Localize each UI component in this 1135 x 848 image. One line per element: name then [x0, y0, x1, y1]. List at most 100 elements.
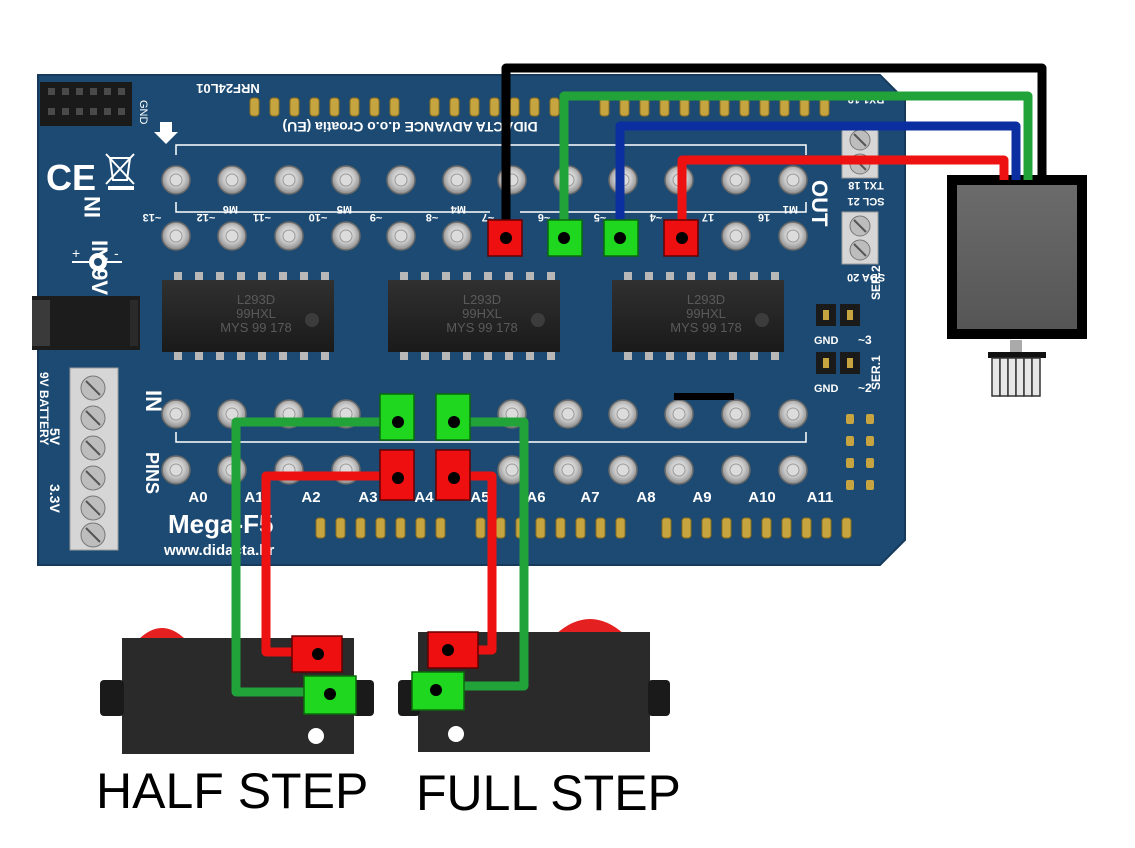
pin-hole-center: [225, 173, 239, 187]
analog-pin-label: A3: [358, 489, 377, 506]
pin-hole-center: [561, 407, 575, 421]
bottom-header-pads: [315, 517, 852, 539]
pin-hole-center: [672, 407, 686, 421]
analog-pin-label: A2: [301, 489, 320, 506]
motor-label-m1: M1: [783, 203, 798, 215]
pin-hole-center: [450, 229, 464, 243]
top-pin-label: ~4: [649, 211, 662, 223]
dc-polarity-icon: + -: [72, 245, 122, 271]
analog-pin-label: A4: [414, 489, 434, 506]
top-pin-label: ~6: [538, 211, 551, 223]
chip-marking: 99HXL: [236, 306, 276, 321]
pin-hole-center: [729, 173, 743, 187]
pin-hole-center: [505, 463, 519, 477]
analog-pin-label: A1: [244, 489, 263, 506]
analog-pin-label: A9: [692, 489, 711, 506]
analog-pin-labels: A0 A1 A2 A3 A4 A5 A6 A7 A8 A9 A10 A11: [188, 489, 833, 506]
side-label-in: IN: [141, 390, 166, 412]
pin-hole-center: [729, 229, 743, 243]
wire-green-half: [231, 417, 396, 697]
pin-hole-center: [394, 173, 408, 187]
gnd-label-1: GND: [814, 335, 839, 347]
top-pin-label: ~8: [426, 211, 439, 223]
pin-hole-center: [169, 229, 183, 243]
gnd-label-2: GND: [814, 383, 839, 395]
wire-blue: [615, 121, 1021, 238]
chip-marking: MYS 99 178: [670, 320, 742, 335]
wire-green-full: [434, 417, 529, 691]
pin-hole-center: [729, 463, 743, 477]
stepper-motor: [947, 175, 1087, 397]
pin-row-middle: [161, 221, 808, 251]
top-header-pads: [249, 97, 830, 117]
serial-pads: [816, 304, 860, 374]
scl-label: SCL 21: [847, 195, 884, 207]
pin-hole-center: [169, 463, 183, 477]
pin-hole-center: [225, 229, 239, 243]
chip-marking: MYS 99 178: [446, 320, 518, 335]
analog-pin-label: A5: [470, 489, 489, 506]
pin-hole-center: [672, 463, 686, 477]
analog-pin-label: A11: [807, 489, 834, 506]
right-edge-pads: [846, 414, 874, 490]
chip-marking: 99HXL: [686, 306, 726, 321]
motor-label-m5: M5: [337, 203, 352, 215]
pin-hole-center: [169, 173, 183, 187]
pin-hole-center: [786, 407, 800, 421]
gnd-label-top: GND: [137, 100, 149, 125]
pin-hole-center: [786, 173, 800, 187]
label-3v3: 3.3V: [47, 484, 63, 513]
board-website: www.didacta.hr: [163, 542, 274, 559]
pin-hole-center: [729, 407, 743, 421]
side-label-in-top: IN: [80, 196, 105, 218]
i2c-terminal: [841, 125, 879, 265]
weee-bin-icon: [105, 153, 135, 190]
dc-jack: [32, 296, 140, 350]
motor-wires: [501, 63, 1047, 238]
ground-marker: [674, 393, 734, 400]
nrf-label: NRF24L01: [196, 81, 260, 96]
top-pin-label: 17: [702, 211, 714, 223]
motor-connectors: [487, 219, 699, 257]
switch-connectors: [291, 631, 479, 715]
chip-marking: MYS 99 178: [220, 320, 292, 335]
pin-hole-center: [561, 463, 575, 477]
side-label-out: OUT: [807, 180, 832, 227]
motor-label-m6: M6: [223, 203, 238, 215]
svg-text:+: +: [72, 245, 80, 261]
chip-marking: 99HXL: [462, 306, 502, 321]
analog-pin-label: A0: [188, 489, 207, 506]
top-pin-label: ~12: [197, 211, 216, 223]
pin-hole-center: [786, 463, 800, 477]
analog-pin-label: A7: [580, 489, 599, 506]
side-label-pins: PINS: [142, 452, 162, 494]
analog-pin-label: A6: [526, 489, 545, 506]
pin-hole-center: [616, 463, 630, 477]
down-arrow-icon: [154, 122, 178, 144]
chip-marking: L293D: [687, 292, 725, 307]
top-pin-label: ~9: [370, 211, 383, 223]
motor-label-m4: M4: [450, 203, 466, 215]
analog-pin-label: A8: [636, 489, 655, 506]
wire-green: [559, 91, 1033, 238]
nrf-header: [40, 82, 132, 126]
maker-label: DIDACTA ADVANCE d.o.o Croatia (EU): [282, 119, 537, 135]
sda-label: SDA 20: [847, 271, 885, 283]
ce-mark: CE: [46, 157, 96, 198]
wire-red: [677, 155, 1009, 238]
ser2-label: SER.2: [869, 265, 883, 300]
wire-red-half: [261, 471, 396, 657]
switch-connectors-board: [379, 393, 471, 501]
tx1-label: TX1 18: [848, 179, 883, 191]
analog-pin-label: A10: [748, 489, 776, 506]
half-step-label: HALF STEP: [96, 763, 369, 819]
top-pin-label: ~5: [594, 211, 607, 223]
pin-hole-center: [169, 407, 183, 421]
